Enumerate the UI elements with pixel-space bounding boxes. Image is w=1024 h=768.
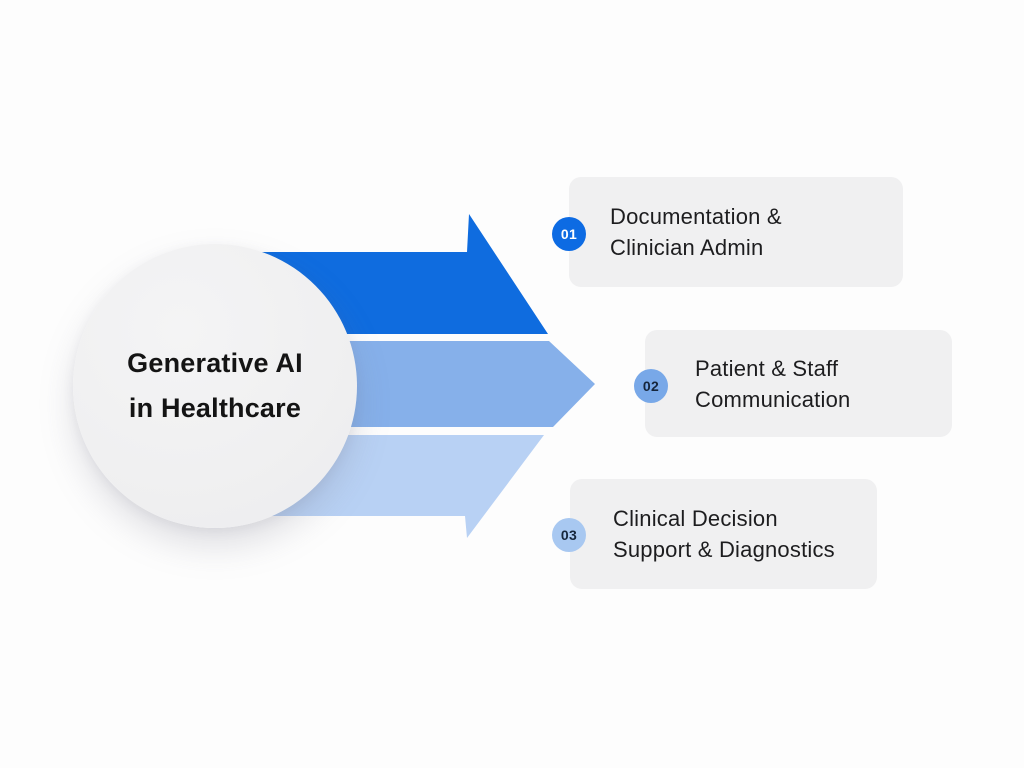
hub-title-line1: Generative AI	[127, 348, 303, 378]
card-3-line2: Support & Diagnostics	[613, 537, 835, 562]
hub-title: Generative AI in Healthcare	[127, 341, 303, 431]
hub-circle: Generative AI in Healthcare	[73, 244, 357, 528]
card-patient-staff-communication: Patient & Staff Communication	[645, 330, 952, 437]
card-documentation-clinician-admin: Documentation & Clinician Admin	[569, 177, 903, 287]
badge-03: 03	[552, 518, 586, 552]
card-1-line2: Clinician Admin	[610, 235, 764, 260]
card-2-text: Patient & Staff Communication	[645, 353, 850, 415]
card-3-line1: Clinical Decision	[613, 506, 778, 531]
card-2-line1: Patient & Staff	[695, 355, 839, 381]
card-1-text: Documentation & Clinician Admin	[569, 201, 782, 263]
card-clinical-decision-support: Clinical Decision Support & Diagnostics	[570, 479, 877, 589]
badge-01: 01	[552, 217, 586, 251]
card-3-text: Clinical Decision Support & Diagnostics	[570, 503, 835, 565]
arrow-top-icon	[260, 214, 548, 334]
card-2-line2: Communication	[695, 386, 851, 412]
hub-title-line2: in Healthcare	[128, 393, 302, 423]
badge-02: 02	[634, 369, 668, 403]
card-1-line1: Documentation &	[610, 204, 782, 229]
